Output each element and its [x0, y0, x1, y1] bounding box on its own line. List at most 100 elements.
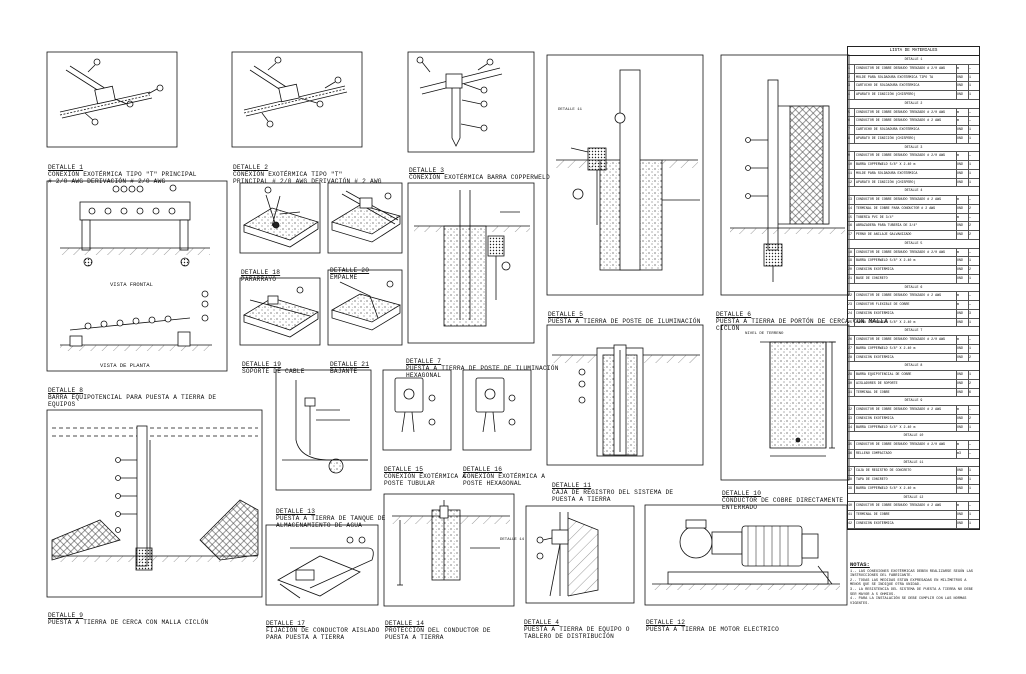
detail-7-drawing	[414, 190, 530, 327]
item-number: 37	[848, 467, 855, 475]
item-number: 24	[848, 309, 855, 318]
item-number: 34	[848, 423, 855, 432]
detail-14-drawing	[392, 500, 510, 586]
item-description: CONDUCTOR DE COBRE DESNUDO TRENZADO # 2/…	[856, 337, 946, 341]
panel-detail-14	[383, 493, 515, 607]
detail-1-drawing	[59, 58, 164, 126]
item-description: CONDUCTOR DE COBRE DESNUDO TRENZADO # 2 …	[856, 118, 942, 123]
caption-title: DETALLE 2	[233, 164, 269, 171]
item-quantity: 1	[968, 169, 979, 178]
item-number: 16	[848, 222, 855, 230]
item-unit: m	[956, 502, 968, 510]
caption-text: PUESTA A TIERRA DE POSTE DE ILUMINACIÓN	[548, 318, 701, 325]
table-section-header: DETALLE 1	[848, 56, 979, 65]
caption-text: PUESTA A TIERRA DE EQUIPO O TABLERO DE D…	[524, 626, 630, 640]
item-unit: UND	[956, 371, 968, 379]
item-unit: UND	[956, 467, 968, 475]
item-quantity: —	[968, 248, 979, 257]
item-description: CONEXIÓN EXOTÉRMICA	[856, 520, 894, 525]
detalle-14-label: DETALLE 14	[500, 538, 525, 542]
item-quantity: 2	[968, 414, 979, 423]
panel-detail-11	[546, 324, 704, 466]
item-description: BARRA EQUIPOTENCIAL DE COBRE	[856, 372, 912, 376]
item-description: ABRAZADERA PARA TUBERÍA DE 3/4"	[856, 223, 918, 228]
item-quantity: 1	[968, 476, 979, 484]
item-number: 32	[848, 406, 855, 414]
detail-16-drawing	[475, 377, 516, 433]
item-quantity: 2	[968, 266, 979, 274]
item-quantity: —	[968, 301, 979, 309]
detail-13-drawing	[282, 380, 368, 474]
item-description: CONEXIÓN EXOTÉRMICA	[856, 354, 894, 359]
item-number: 42	[848, 519, 855, 528]
item-quantity: 2	[968, 379, 979, 388]
item-description: MOLDE PARA SOLDADURA EXOTÉRMICA TIPO TA	[856, 74, 934, 79]
caption-title: DETALLE 7	[406, 358, 442, 365]
caption-title: DETALLE 18	[241, 269, 281, 276]
item-unit: m	[956, 406, 968, 414]
caption-text: CONEXIÓN EXOTÉRMICA BARRA COPPERWELD	[409, 174, 550, 181]
item-unit: UND	[956, 169, 968, 178]
caption-text: PUESTA A TIERRA DE PORTÓN DE CERCA CON M…	[716, 318, 889, 332]
item-unit: UND	[956, 511, 968, 519]
nivel-terreno-label: NIVEL DE TERRENO	[745, 332, 784, 336]
item-quantity: —	[968, 152, 979, 160]
item-unit: UND	[956, 379, 968, 388]
detail-8-drawing	[60, 184, 212, 351]
item-unit: UND	[956, 274, 968, 283]
table-section-header: DETALLE 3	[848, 144, 979, 153]
item-number: 7	[848, 126, 855, 134]
item-description: TERMINAL DE COBRE	[856, 389, 890, 394]
item-description: CONDUCTOR DE COBRE DESNUDO TRENZADO # 2 …	[856, 503, 942, 508]
panel-detail-15	[382, 369, 452, 451]
item-number: 29	[848, 371, 855, 379]
item-description: BARRA COPPERWELD 5/8" X 2.40 m	[856, 162, 916, 166]
item-number: 4	[848, 91, 855, 99]
item-quantity: 1	[968, 134, 979, 143]
caption-title: DETALLE 10	[722, 490, 762, 497]
item-description: CONEXIÓN EXOTÉRMICA	[856, 310, 894, 315]
item-number: 26	[848, 336, 855, 344]
caption-text: BARRA EQUIPOTENCIAL PARA PUESTA A TIERRA…	[48, 394, 217, 408]
caption-title: DETALLE 4	[524, 619, 560, 626]
item-number: 39	[848, 484, 855, 493]
item-description: RELLENO COMPACTADO	[856, 450, 892, 455]
item-description: CARTUCHO DE SOLDADURA EXOTÉRMICA	[856, 127, 920, 131]
note-item: 4.- PARA LA INSTALACIÓN SE DEBE CUMPLIR …	[850, 597, 967, 606]
caption-text: CONDUCTOR DE COBRE DIRECTAMENTE ENTERRAD…	[722, 497, 844, 511]
item-unit: m	[956, 301, 968, 309]
item-unit: UND	[956, 73, 968, 82]
item-quantity: —	[968, 196, 979, 204]
table-section-header: DETALLE 8	[848, 362, 979, 371]
item-description: MOLDE PARA SOLDADURA EXOTÉRMICA	[856, 170, 918, 175]
item-number: 13	[848, 196, 855, 204]
item-unit: m	[956, 213, 968, 222]
item-number: 30	[848, 379, 855, 388]
item-number: 5	[848, 108, 855, 117]
caption-title: DETALLE 5	[548, 311, 584, 318]
table-section-header: DETALLE 9	[848, 397, 979, 406]
item-unit: UND	[956, 423, 968, 432]
item-quantity: 1	[968, 257, 979, 265]
item-description: BARRA COPPERWELD 5/8" X 2.40 m	[856, 485, 916, 490]
item-quantity: 1	[968, 73, 979, 82]
item-number: 40	[848, 502, 855, 510]
item-description: APARATO DE IGNICIÓN (CHISPERO)	[856, 135, 916, 140]
caption-title: DETALLE 19	[242, 361, 282, 368]
